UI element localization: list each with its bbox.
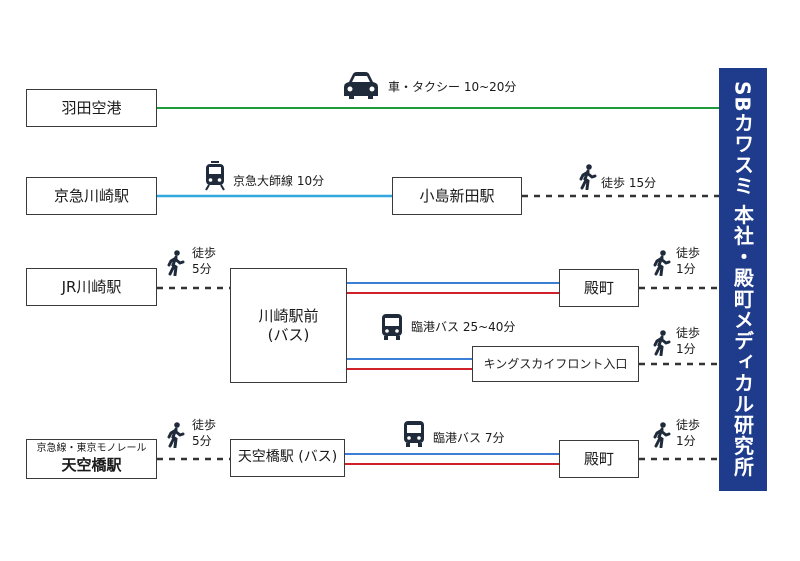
car-icon <box>344 72 378 99</box>
origin-tenkubashi-line2: 天空橋駅 <box>61 455 122 474</box>
walk-tonomachi1-label: 徒歩 <box>676 246 701 260</box>
stop-tonomachi-1: 殿町 <box>559 269 639 307</box>
walk-jr-time: 5分 <box>192 262 212 277</box>
origin-keikyu-label: 京急川崎駅 <box>53 186 129 205</box>
walk-icon <box>653 330 671 356</box>
walk-tonomachi2-label: 徒歩 <box>676 418 701 432</box>
walk-tonomachi1-time: 1分 <box>676 262 696 277</box>
walk-icon <box>653 250 671 276</box>
hub-kawasaki-ekimae: 川崎駅前 (バス) <box>230 268 347 383</box>
transfer-kojima-label: 小島新田駅 <box>419 186 495 205</box>
train-icon <box>205 161 225 191</box>
walk-tenkubashi-time: 5分 <box>192 434 212 449</box>
bus-route-tenkubashi-label: 臨港バス 7分 <box>433 431 505 445</box>
bus-icon <box>404 421 424 447</box>
transfer-kojima-shinden: 小島新田駅 <box>392 177 522 215</box>
origin-haneda-label: 羽田空港 <box>61 98 122 117</box>
walk-tonomachi2-info: 徒歩 1分 <box>676 417 700 449</box>
origin-jr-kawasaki: JR川崎駅 <box>26 268 157 306</box>
stop-tonomachi-2-label: 殿町 <box>583 449 614 468</box>
origin-haneda: 羽田空港 <box>26 89 157 127</box>
walk-tonomachi1-info: 徒歩 1分 <box>676 245 700 277</box>
walk-tonomachi2-time: 1分 <box>676 434 696 449</box>
walk-kojima-label: 徒歩 15分 <box>601 176 657 190</box>
destination-box: SBカワスミ 本社・殿町メディカル研究所 <box>719 68 767 491</box>
bus-route-jr-label: 臨港バス 25~40分 <box>411 320 516 334</box>
walk-icon <box>653 422 671 448</box>
walk-tenkubashi-info: 徒歩 5分 <box>192 417 216 449</box>
stop-tonomachi-2: 殿町 <box>559 440 639 478</box>
walk-icon <box>167 422 185 448</box>
train-route-label: 京急大師線 10分 <box>233 174 325 188</box>
stop-king-skyfront: キングスカイフロント入口 <box>472 346 639 382</box>
car-route-label: 車・タクシー 10~20分 <box>388 80 517 94</box>
walk-tenkubashi-label: 徒歩 <box>192 418 217 432</box>
destination-label: SBカワスミ 本社・殿町メディカル研究所 <box>730 81 755 478</box>
walk-icon <box>579 164 597 190</box>
origin-keikyu-kawasaki: 京急川崎駅 <box>26 177 157 215</box>
busstop-tenkubashi: 天空橋駅 (バス) <box>230 439 345 477</box>
walk-jr-label: 徒歩 <box>192 246 217 260</box>
origin-tenkubashi: 京急線・東京モノレール 天空橋駅 <box>26 439 157 479</box>
origin-tenkubashi-line1: 京急線・東京モノレール <box>36 443 147 455</box>
bus-icon <box>382 314 402 340</box>
stop-king-skyfront-label: キングスカイフロント入口 <box>483 356 628 371</box>
hub-line2: (バス) <box>267 325 310 344</box>
walk-kingsky-label: 徒歩 <box>676 326 701 340</box>
walk-icon <box>167 250 185 276</box>
origin-jr-label: JR川崎駅 <box>61 277 122 296</box>
walk-kingsky-time: 1分 <box>676 342 696 357</box>
hub-line1: 川崎駅前 <box>258 306 319 325</box>
walk-jr-info: 徒歩 5分 <box>192 245 216 277</box>
walk-kingsky-info: 徒歩 1分 <box>676 325 700 357</box>
stop-tonomachi-1-label: 殿町 <box>583 278 614 297</box>
busstop-tenkubashi-label: 天空橋駅 (バス) <box>237 449 338 466</box>
